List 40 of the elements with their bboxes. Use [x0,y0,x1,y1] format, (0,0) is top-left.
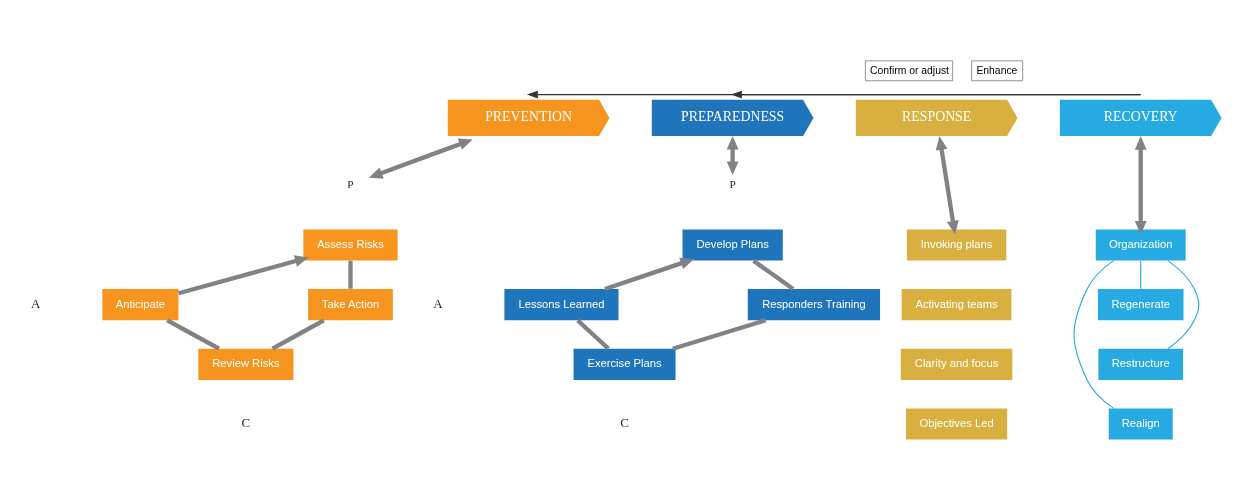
node-box: Responders Training [747,288,881,320]
node-box: Realign [1108,407,1173,440]
connector [166,317,221,351]
connector [672,317,767,351]
arrow [935,135,959,234]
arrow [368,138,473,179]
label: C [241,414,251,430]
node-box: Regenerate [1097,288,1184,320]
node-box: Anticipate [102,288,179,320]
label: A [433,295,443,311]
arrow [730,90,1142,98]
node-box: Clarity and focus [900,348,1013,380]
arrow [178,254,309,295]
node-text: P [347,177,354,190]
arrow [526,90,1142,98]
node-text: P [729,177,736,190]
node-box: Organization [1095,228,1186,261]
edge-label: Enhance [976,64,1018,76]
label: C [620,414,629,430]
node-box: Assess Risks [303,228,398,261]
connector [271,317,325,351]
node-box: Review Risks [198,348,294,380]
node-box: Invoking plans [906,228,1007,261]
connector [1167,259,1200,349]
node-box: Develop Plans [682,228,783,261]
connector [1140,259,1142,289]
connector [348,260,353,289]
node-box: Restructure [1098,348,1184,380]
node-box: Lessons Learned [504,288,619,320]
node-box: Objectives Led [906,407,1008,440]
edge-label: Confirm or adjust [870,64,949,76]
node-box: Exercise Plans [573,348,676,380]
arrow [1134,135,1147,234]
node-box: Activating teams [901,288,1012,320]
connector [1073,259,1115,409]
label: A [31,295,41,311]
arrow [726,135,739,175]
arrow [604,257,695,291]
node-box: Take Action [308,288,393,320]
connector [576,318,610,350]
